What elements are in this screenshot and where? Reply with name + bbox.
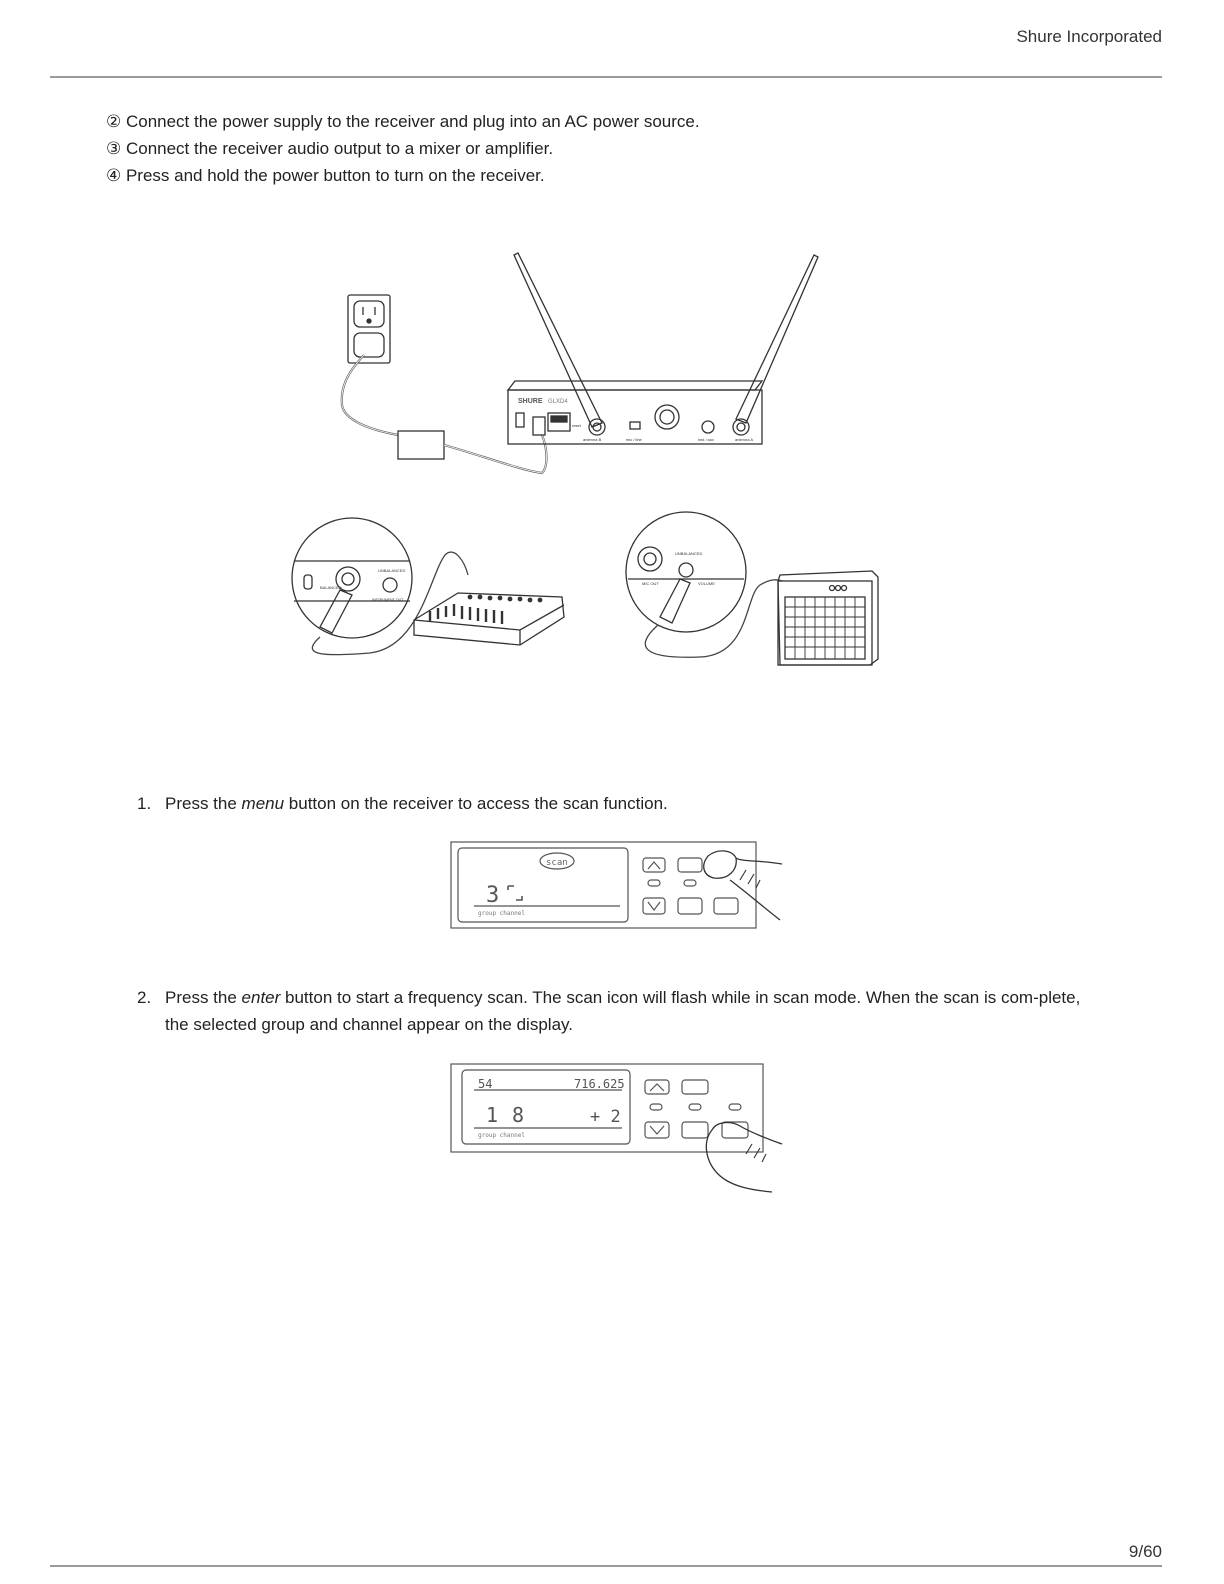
svg-text:INSTRUMENT OUT: INSTRUMENT OUT [372, 598, 404, 602]
antenna-b-icon [513, 252, 603, 428]
list-item-2: 2. Press the enter button to start a fre… [137, 984, 1097, 1038]
svg-text:UNBALANCED: UNBALANCED [675, 551, 702, 556]
down-button[interactable] [642, 897, 666, 915]
list-text-before: Press the [165, 794, 242, 813]
menu-emphasis: menu [241, 794, 285, 813]
menu-button[interactable] [677, 857, 703, 873]
list-number: 1. [137, 794, 152, 813]
svg-text:group channel: group channel [478, 1132, 525, 1139]
up-button[interactable] [642, 857, 666, 873]
power-supply-icon [397, 430, 445, 460]
page-number: 9/60 [1128, 1542, 1162, 1561]
power-button[interactable] [713, 897, 739, 915]
amplifier-icon [777, 570, 879, 666]
receiver-display-scan-illustration: 54 716.625 1 8 + 2 group channel [450, 1062, 790, 1198]
svg-text:UNBALANCED: UNBALANCED [378, 568, 405, 573]
setup-steps: ② Connect the power supply to the receiv… [106, 108, 700, 189]
up-button[interactable] [644, 1079, 670, 1095]
header-company: Shure Incorporated [1016, 27, 1162, 46]
svg-text:reset: reset [572, 423, 582, 428]
indicator-led-1 [649, 1103, 663, 1111]
svg-text:MIC OUT: MIC OUT [642, 581, 659, 586]
svg-text:BALANCED: BALANCED [320, 585, 342, 590]
svg-text:antenna A: antenna A [735, 437, 753, 442]
enter-button[interactable] [677, 897, 703, 915]
step-4: ④ Press and hold the power button to tur… [106, 166, 545, 185]
svg-text:GLXD4: GLXD4 [548, 399, 568, 405]
power-button[interactable] [721, 1121, 749, 1139]
svg-text:3: 3 [486, 883, 499, 908]
mixer-icon [413, 592, 565, 646]
indicator-led-2 [688, 1103, 702, 1111]
indicator-led-2 [683, 879, 697, 887]
svg-text:SHURE: SHURE [518, 398, 543, 405]
svg-text:716.625: 716.625 [574, 1077, 625, 1091]
finger-icon [705, 1121, 783, 1193]
mixer-connection-detail: UNBALANCED BALANCED INSTRUMENT OUT [291, 517, 413, 639]
svg-text:inst / aux: inst / aux [698, 437, 714, 442]
setup-illustration: SHURE GLXD4 antenna B mic / line inst / … [280, 245, 900, 675]
svg-text:VOLUME: VOLUME [698, 581, 715, 586]
indicator-led-1 [647, 879, 661, 887]
step-2: ② Connect the power supply to the receiv… [106, 112, 700, 131]
list-text-before: Press the [165, 988, 242, 1007]
svg-text:antenna B: antenna B [583, 437, 602, 442]
svg-text:mic / line: mic / line [626, 437, 643, 442]
down-button[interactable] [644, 1121, 670, 1139]
svg-text:54: 54 [478, 1077, 492, 1091]
step-3: ③ Connect the receiver audio output to a… [106, 139, 554, 158]
enter-button[interactable] [681, 1121, 709, 1139]
receiver-display-menu-illustration: scan 3 group channel [450, 840, 790, 932]
list-item-1: 1. Press the menu button on the receiver… [137, 790, 1097, 817]
antenna-a-icon [735, 254, 819, 424]
list-text-after: button to start a frequency scan. The sc… [165, 988, 1081, 1034]
header-rule [50, 76, 1162, 78]
svg-text:+ 2: + 2 [590, 1107, 621, 1127]
indicator-led-3 [728, 1103, 742, 1111]
receiver-rear-panel: SHURE GLXD4 antenna B mic / line inst / … [506, 380, 764, 445]
svg-text:8: 8 [512, 1103, 524, 1127]
list-text-after: button on the receiver to access the sca… [284, 794, 668, 813]
svg-text:group channel: group channel [478, 910, 525, 917]
svg-text:scan: scan [546, 858, 568, 868]
footer-rule [50, 1565, 1162, 1567]
amp-connection-detail: UNBALANCED MIC OUT VOLUME [625, 511, 747, 633]
svg-text:1: 1 [486, 1103, 498, 1127]
wall-outlet-icon [347, 294, 391, 364]
list-number: 2. [137, 988, 152, 1007]
finger-icon [703, 850, 783, 921]
enter-emphasis: enter [241, 988, 281, 1007]
menu-button[interactable] [681, 1079, 709, 1095]
